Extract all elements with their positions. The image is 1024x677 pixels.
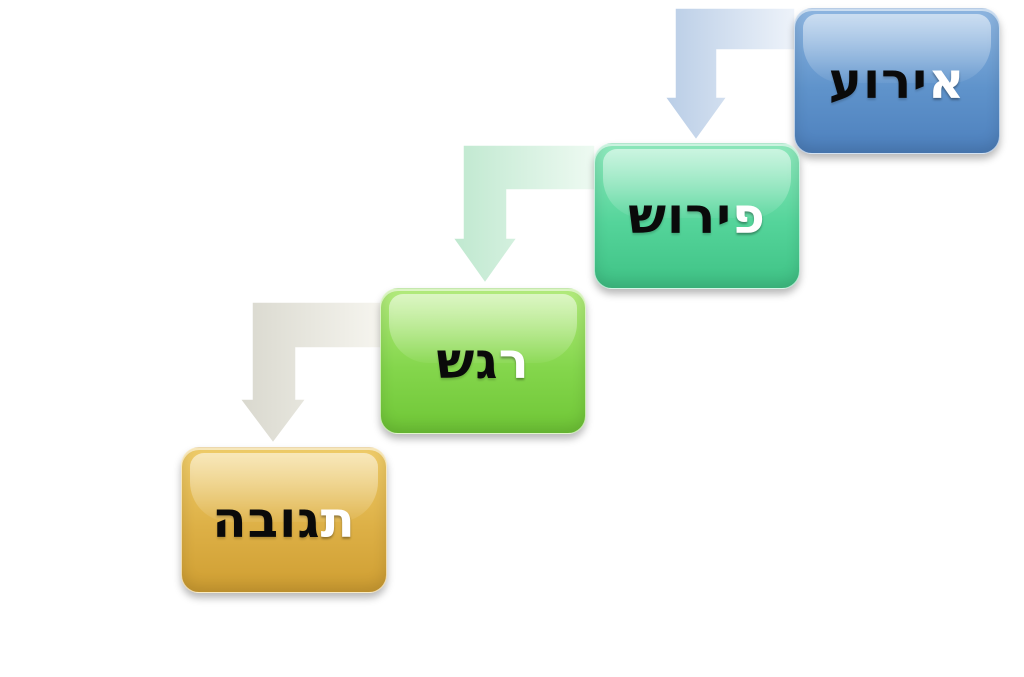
step-emotion-rest: גש bbox=[436, 332, 499, 390]
step-interpretation: פירוש bbox=[594, 143, 800, 289]
step-emotion-initial: ר bbox=[498, 332, 530, 390]
step-event-rest: ירוע bbox=[828, 52, 928, 110]
step-reaction-rest: גובה bbox=[212, 491, 321, 549]
step-emotion-label: רגש bbox=[436, 332, 529, 390]
step-event-initial: א bbox=[927, 52, 966, 110]
step-interpretation-rest: ירוש bbox=[628, 187, 732, 245]
arrow-1-to-2 bbox=[663, 7, 796, 142]
step-interpretation-initial: פ bbox=[732, 187, 766, 245]
arrow-3-to-4 bbox=[238, 301, 382, 445]
step-reaction-initial: ת bbox=[320, 491, 356, 549]
step-interpretation-label: פירוש bbox=[628, 187, 766, 245]
step-reaction-label: תגובה bbox=[212, 491, 356, 549]
step-event: אירוע bbox=[794, 8, 1000, 154]
step-emotion: רגש bbox=[380, 288, 586, 434]
step-reaction: תגובה bbox=[181, 447, 387, 593]
arrow-2-to-3 bbox=[451, 144, 596, 285]
step-event-label: אירוע bbox=[829, 52, 966, 110]
